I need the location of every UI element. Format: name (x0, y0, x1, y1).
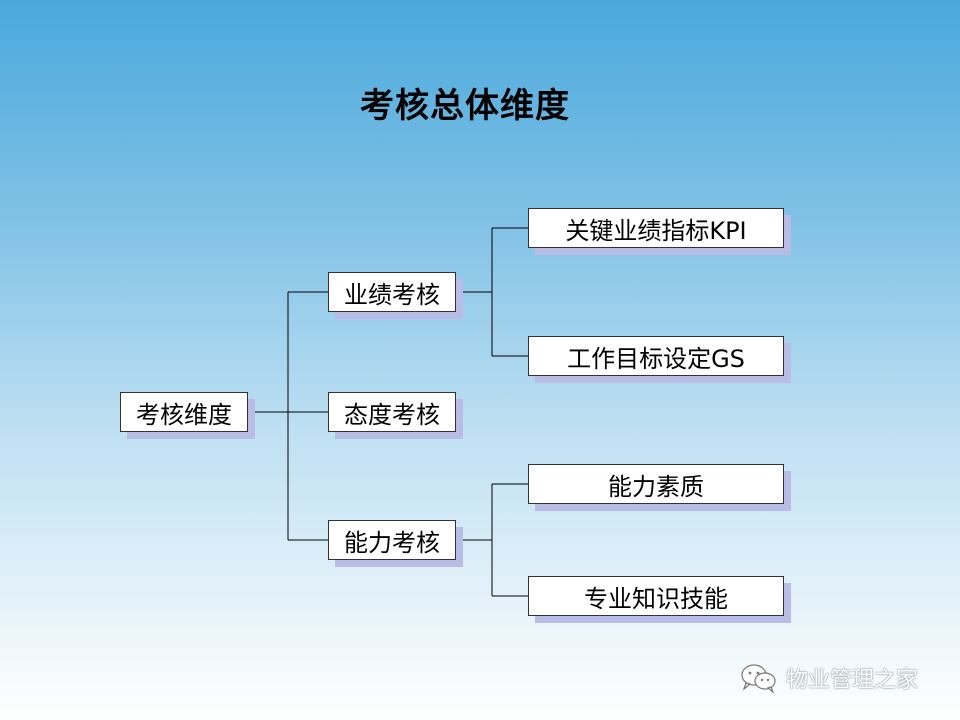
leaf-node-professional-skills: 专业知识技能 (528, 576, 784, 616)
leaf-node-kpi: 关键业绩指标KPI (528, 208, 784, 248)
leaf-node-goal-setting: 工作目标设定GS (528, 336, 784, 376)
leaf-node-competency: 能力素质 (528, 464, 784, 504)
wechat-icon (741, 664, 776, 693)
watermark-text: 物业管理之家 (786, 668, 919, 693)
branch-node-attitude: 态度考核 (328, 392, 456, 432)
page-title: 考核总体维度 (360, 86, 570, 126)
branch-node-ability: 能力考核 (328, 520, 456, 560)
branch-node-performance: 业绩考核 (328, 272, 456, 312)
watermark: 物业管理之家 (740, 662, 918, 694)
root-node: 考核维度 (120, 392, 248, 432)
